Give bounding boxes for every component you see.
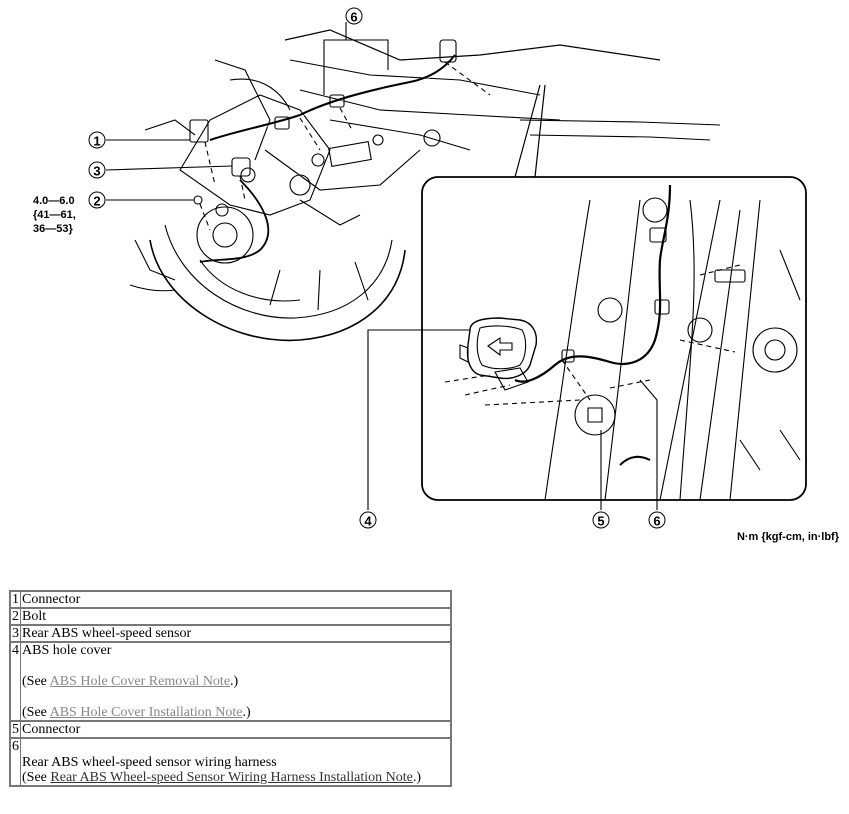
callout-label-5: 5 [597,514,604,529]
callout-label-6-bottom: 6 [653,514,660,529]
row-description: Rear ABS wheel-speed sensor wiring harne… [22,755,277,770]
row-description: ABS hole cover [22,643,112,658]
exploded-diagram: 1 3 2 6 4 5 6 4.0—6.0 {41—61, 36—53} N·m… [33,7,840,543]
callout-label-6-top: 6 [350,10,357,25]
see-suffix: .) [412,770,422,785]
see-prefix: (See [22,770,51,785]
row-number: 1 [9,590,21,609]
abs-hole-cover-removal-note-link[interactable]: ABS Hole Cover Removal Note [49,674,231,689]
see-note-line: (See Rear ABS Wheel-speed Sensor Wiring … [22,770,450,785]
torque-spec-line-1: 4.0—6.0 [33,195,75,207]
callout-label-4: 4 [364,514,372,529]
callout-1 [88,131,106,149]
table-row: 1 Connector [9,590,452,609]
torque-units: N·m {kgf-cm, in·lbf} [737,531,840,543]
row-number: 6 [9,737,21,787]
see-prefix: (See [22,705,50,720]
table-row: 5 Connector [9,720,452,739]
row-number: 4 [9,641,21,722]
callout-label-1: 1 [93,134,100,149]
callout-5 [592,511,610,529]
table-row: 4 ABS hole cover (See ABS Hole Cover Rem… [9,641,452,722]
see-note-line: (See ABS Hole Cover Removal Note.) [22,674,450,689]
callout-label-3: 3 [93,164,100,179]
row-description: Connector [20,720,452,739]
table-row: 6 Rear ABS wheel-speed sensor wiring har… [9,737,452,787]
row-description: Bolt [20,607,452,626]
see-suffix: .) [242,705,251,720]
callout-2 [88,191,106,209]
callout-4 [359,511,377,529]
row-number: 5 [9,720,21,739]
see-prefix: (See [22,674,50,689]
row-description: Connector [20,590,452,609]
torque-spec-line-2: {41—61, [33,209,76,221]
row-description-multi: Rear ABS wheel-speed sensor wiring harne… [20,737,452,787]
torque-spec-line-3: 36—53} [33,223,73,235]
abs-hole-cover-installation-note-link[interactable]: ABS Hole Cover Installation Note [49,705,243,720]
row-description: Rear ABS wheel-speed sensor [20,624,452,643]
callout-3 [88,161,106,179]
row-number: 2 [9,607,21,626]
see-suffix: .) [230,674,239,689]
callout-6-top [345,7,363,25]
see-note-line: (See ABS Hole Cover Installation Note.) [22,705,450,720]
wiring-harness-installation-note-link[interactable]: Rear ABS Wheel-speed Sensor Wiring Harne… [50,770,413,785]
row-description-multi: ABS hole cover (See ABS Hole Cover Remov… [20,641,452,722]
table-row: 2 Bolt [9,607,452,626]
table-row: 3 Rear ABS wheel-speed sensor [9,624,452,643]
parts-legend-table: 1 Connector 2 Bolt 3 Rear ABS wheel-spee… [9,590,452,787]
row-number: 3 [9,624,21,643]
callout-label-2: 2 [93,194,100,209]
callout-6-bottom [648,511,666,529]
